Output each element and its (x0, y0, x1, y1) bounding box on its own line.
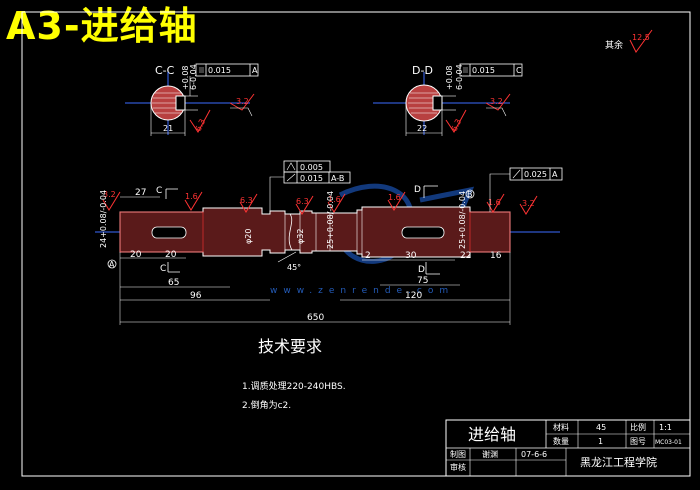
svg-text:22: 22 (460, 251, 471, 261)
svg-text:φ20: φ20 (244, 229, 253, 244)
svg-text:图号: 图号 (630, 437, 646, 446)
svg-text:20: 20 (165, 250, 177, 260)
title-block-qty: 1 (598, 437, 603, 446)
section-dd-label: D-D (412, 64, 433, 77)
svg-text:数量: 数量 (553, 436, 569, 446)
title-block-material: 45 (596, 423, 606, 432)
section-mark-d-top: D (414, 185, 421, 195)
svg-text:φ32: φ32 (296, 229, 305, 244)
svg-text:120: 120 (405, 291, 422, 301)
title-block-part-name: 进给轴 (468, 425, 516, 444)
svg-text:6.3: 6.3 (240, 196, 253, 205)
title-block-scale: 1:1 (659, 423, 672, 432)
general-roughness-label: 其余 (605, 39, 623, 51)
gdt-runout: 0.025 (524, 170, 547, 179)
drawing-frame (21, 11, 691, 477)
svg-text:审核: 审核 (450, 462, 466, 472)
svg-text:0.015: 0.015 (472, 66, 495, 75)
svg-text:材料: 材料 (553, 422, 569, 432)
gdt-sym1: 0.005 (300, 163, 323, 172)
svg-text:45°: 45° (287, 263, 301, 272)
svg-text:2: 2 (365, 251, 371, 261)
watermark-text: www.zenrende.com (270, 286, 454, 296)
svg-text:0.015: 0.015 (208, 66, 231, 75)
svg-text:A: A (252, 66, 258, 75)
gdt-sym2: 0.015 (300, 174, 323, 183)
svg-text:+0.08: +0.08 (181, 65, 190, 90)
svg-text:1.6: 1.6 (488, 198, 501, 207)
title-block-drawn-name: 谢渊 (482, 449, 498, 459)
shaft-main-view: C C D D A B 3.2 1.6 6.3 6.3 1.6 1.6 1.6 … (95, 160, 563, 325)
svg-text:C: C (516, 66, 522, 75)
tech-req-item-1: 1.调质处理220-240HBS. (242, 380, 346, 392)
drawing-title: A3-进给轴 (6, 4, 198, 48)
svg-text:650: 650 (307, 313, 324, 323)
svg-text:25+0.08/-0.04: 25+0.08/-0.04 (326, 191, 335, 249)
svg-text:6-0.04: 6-0.04 (455, 64, 464, 90)
svg-text:16: 16 (490, 251, 502, 261)
svg-text:20: 20 (130, 250, 142, 260)
title-block: 进给轴 材料 45 比例 1:1 数量 1 图号 MC03-01 制图 审核 谢… (445, 419, 691, 477)
svg-text:1.6: 1.6 (185, 192, 198, 201)
datum-b: B (467, 190, 473, 199)
svg-text:96: 96 (190, 291, 202, 301)
svg-text:75: 75 (417, 276, 428, 286)
section-cc-label: C-C (155, 64, 175, 77)
svg-text:比例: 比例 (630, 422, 646, 432)
svg-text:1.6: 1.6 (328, 195, 341, 204)
svg-text:22: 22 (417, 124, 427, 133)
section-dd: D-D 22 6-0.04 +0.08 0.015 C 3.2 6.3 (373, 63, 523, 136)
section-mark-d-bottom: D (418, 265, 425, 275)
svg-text:65: 65 (168, 278, 179, 288)
svg-text:3.2: 3.2 (236, 97, 249, 106)
svg-text:6-0.04: 6-0.04 (189, 64, 198, 90)
svg-text:3.2: 3.2 (103, 190, 116, 199)
svg-text:25+0.08/-0.04: 25+0.08/-0.04 (458, 191, 467, 249)
tech-req-item-2: 2.倒角为c2. (242, 399, 291, 411)
svg-text:A: A (552, 170, 558, 179)
svg-text:12.5: 12.5 (632, 33, 650, 42)
svg-text:27: 27 (135, 188, 146, 198)
datum-a: A (109, 260, 115, 269)
svg-text:3.2: 3.2 (522, 199, 535, 208)
svg-text:30: 30 (405, 251, 417, 261)
dim-left-diameter: 24+0.08/-0.04 (99, 190, 108, 248)
svg-text:3.2: 3.2 (490, 97, 503, 106)
shaft-roughness-marks: 3.2 1.6 6.3 6.3 1.6 1.6 1.6 3.2 (102, 190, 538, 215)
keyway-right (401, 226, 445, 239)
section-mark-c-bottom: C (160, 264, 166, 274)
svg-text:A-B: A-B (331, 174, 344, 183)
section-mark-c-top: C (156, 186, 162, 196)
svg-text:21: 21 (163, 124, 173, 133)
keyway-left (151, 226, 187, 239)
title-block-date: 07-6-6 (521, 450, 547, 459)
section-cc: C-C 21 6-0.04 +0.08 0.015 A 3.2 6.3 (125, 63, 259, 136)
title-block-school: 黑龙江工程学院 (580, 455, 657, 469)
svg-text:+0.08: +0.08 (445, 65, 454, 90)
tech-req-heading: 技术要求 (258, 337, 322, 356)
svg-text:1.6: 1.6 (388, 193, 401, 202)
svg-text:制图: 制图 (450, 449, 466, 459)
general-roughness-symbol: 12.5 (629, 29, 653, 53)
title-block-drawing-no: MC03-01 (655, 439, 682, 446)
svg-text:6.3: 6.3 (296, 197, 309, 206)
